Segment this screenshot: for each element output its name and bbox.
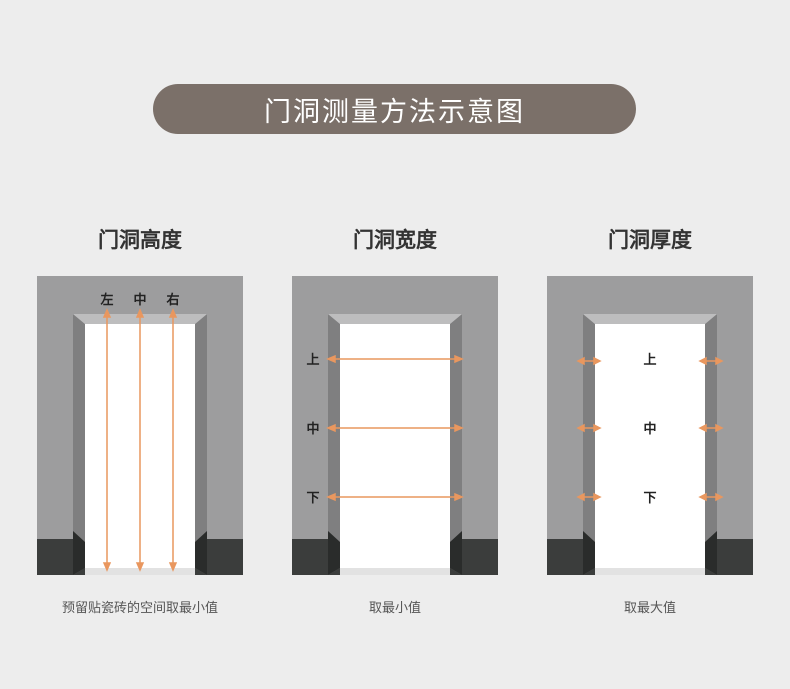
- right-jamb: [195, 314, 207, 575]
- door-opening: [595, 324, 705, 568]
- panel-caption: 预留贴瓷砖的空间取最小值: [61, 601, 218, 616]
- panel-title: 门洞高度: [98, 228, 182, 252]
- panel-door-height: 门洞高度 左 中 右 预留贴瓷砖的空间取最小值: [37, 0, 243, 689]
- left-jamb: [328, 314, 340, 575]
- left-jamb: [583, 314, 595, 575]
- panel-title: 门洞宽度: [353, 228, 437, 252]
- label-middle: 中: [133, 292, 146, 308]
- banner-title: 门洞测量方法示意图: [264, 96, 525, 128]
- label-left: 左: [100, 292, 113, 308]
- door-width-diagram: 上 中 下: [292, 276, 498, 575]
- panel-title: 门洞厚度: [608, 228, 692, 252]
- left-jamb: [73, 314, 85, 575]
- panel-caption: 取最小值: [368, 601, 421, 616]
- panel-door-thickness: 门洞厚度 上 中: [547, 0, 753, 689]
- label-top: 上: [643, 353, 656, 368]
- right-jamb: [705, 314, 717, 575]
- label-bottom: 下: [643, 491, 656, 506]
- label-middle: 中: [643, 421, 656, 437]
- door-height-diagram: 左 中 右: [37, 276, 243, 575]
- door-opening: [340, 324, 450, 568]
- panel-caption: 取最大值: [623, 601, 676, 616]
- title-banner: 门洞测量方法示意图: [153, 84, 636, 134]
- label-middle: 中: [306, 421, 319, 437]
- right-jamb: [450, 314, 462, 575]
- label-top: 上: [306, 353, 319, 368]
- label-right: 右: [165, 292, 179, 308]
- head-jamb: [583, 314, 717, 324]
- label-bottom: 下: [306, 491, 319, 506]
- panel-door-width: 门洞宽度 上 中 下 取最小值: [292, 0, 498, 689]
- door-thickness-diagram: 上 中 下: [547, 276, 753, 575]
- head-jamb: [328, 314, 462, 324]
